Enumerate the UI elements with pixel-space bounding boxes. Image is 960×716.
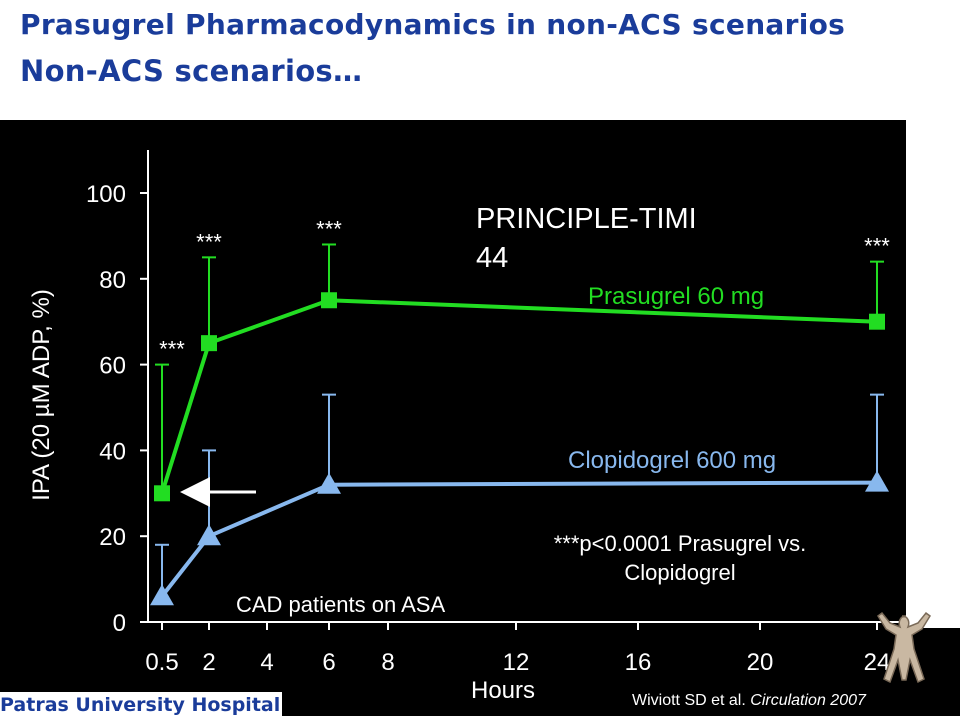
citation-authors: Wiviott SD et al.: [632, 692, 746, 709]
x-axis-label: Hours: [471, 677, 535, 704]
series-label-clopidogrel: Clopidogrel 600 mg: [568, 447, 776, 474]
statue-figure-icon: [877, 611, 931, 684]
institution-name: Patras University Hospital: [0, 694, 281, 716]
data-point-triangle: [150, 584, 174, 606]
data-point-square: [201, 335, 217, 352]
y-axis-label: IPA (20 µM ADP, %): [28, 289, 55, 501]
data-point-square: [869, 313, 885, 330]
significance-marker: ***: [864, 234, 890, 259]
data-point-triangle: [865, 470, 889, 492]
x-tick-label: 20: [747, 649, 774, 676]
x-tick-label: 6: [322, 649, 335, 676]
citation: Wiviott SD et al. Circulation 2007: [632, 692, 866, 710]
plot-background: [0, 120, 906, 628]
data-point-square: [154, 485, 170, 502]
series-label-prasugrel: Prasugrel 60 mg: [588, 283, 764, 310]
x-tick-label: 0.5: [145, 649, 178, 676]
series-line: [160, 298, 878, 494]
slide-subtitle: Non-ACS scenarios…: [20, 54, 363, 88]
pvalue-line1: ***p<0.0001 Prasugrel vs.: [554, 531, 807, 556]
significance-marker: ***: [196, 229, 222, 254]
significance-marker: ***: [159, 337, 185, 362]
x-tick-label: 2: [202, 649, 215, 676]
data-point-triangle: [317, 472, 341, 494]
x-tick-label: 4: [260, 649, 273, 676]
institution-banner: [0, 692, 282, 716]
citation-journal: Circulation 2007: [750, 692, 866, 709]
data-point-triangle: [197, 524, 221, 546]
data-point-square: [321, 292, 337, 309]
significance-marker: ***: [316, 216, 342, 241]
population-label: CAD patients on ASA: [236, 592, 445, 617]
y-tick-label: 100: [86, 181, 126, 208]
y-tick-label: 40: [99, 438, 126, 465]
y-tick-label: 20: [99, 524, 126, 551]
series-line: [160, 480, 878, 598]
title-area: Prasugrel Pharmacodynamics in non-ACS sc…: [0, 0, 960, 120]
x-tick-label: 12: [503, 649, 530, 676]
x-tick-label: 8: [381, 649, 394, 676]
slide-title: Prasugrel Pharmacodynamics in non-ACS sc…: [20, 8, 846, 41]
x-tick-label: 16: [625, 649, 652, 676]
y-tick-label: 0: [113, 610, 126, 637]
y-tick-label: 60: [99, 353, 126, 380]
study-name-line1: PRINCIPLE-TIMI: [476, 203, 697, 235]
pvalue-line2: Clopidogrel: [624, 560, 735, 585]
y-tick-label: 80: [99, 267, 126, 294]
study-name-line2: 44: [476, 242, 508, 274]
